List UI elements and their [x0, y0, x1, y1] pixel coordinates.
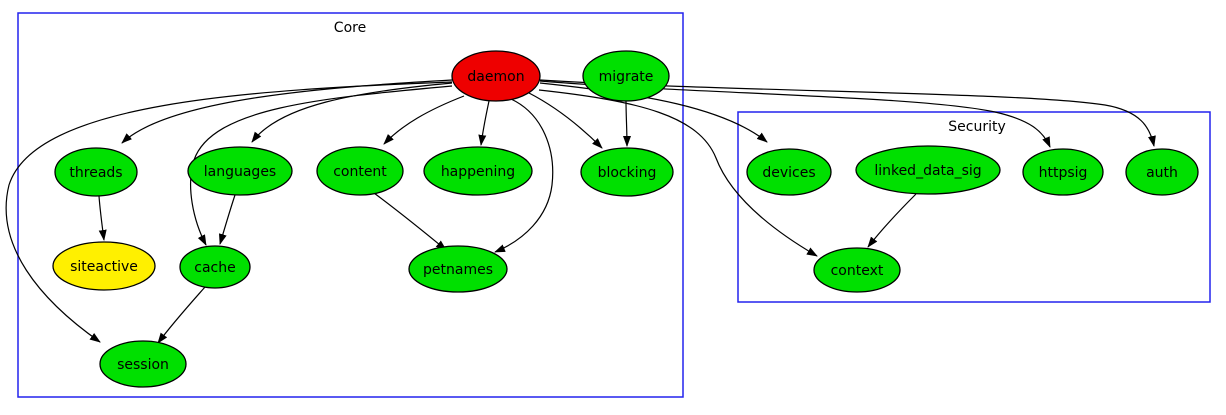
node-migrate-shape: [582, 50, 670, 102]
edge-daemon-to-languages: [251, 82, 453, 143]
node-petnames-shape: [408, 245, 508, 293]
node-languages-label: languages: [204, 164, 276, 180]
edge-linked_data_sig-to-context: [867, 193, 917, 248]
edge-daemon-to-content: [383, 95, 465, 145]
cluster-security-border: [737, 111, 1211, 303]
node-context-label: context: [831, 263, 884, 279]
edge-migrate-to-blocking: [622, 100, 631, 147]
node-siteactive: siteactive: [52, 241, 156, 291]
node-context-shape: [813, 247, 901, 293]
node-devices: devices: [746, 148, 832, 196]
node-languages: languages: [187, 146, 293, 196]
node-threads: threads: [54, 147, 138, 197]
node-httpsig-shape: [1022, 148, 1104, 196]
edge-daemon-to-petnames: [494, 98, 554, 253]
node-happening: happening: [423, 146, 533, 196]
node-session: session: [99, 340, 187, 388]
node-context: context: [813, 247, 901, 293]
node-auth-shape: [1125, 148, 1199, 196]
node-content-shape: [316, 146, 404, 196]
edge-layer: [5, 79, 1156, 344]
node-happening-label: happening: [441, 164, 515, 180]
edge-daemon-to-threads: [121, 79, 453, 144]
node-petnames: petnames: [408, 245, 508, 293]
node-siteactive-shape: [52, 241, 156, 291]
node-devices-shape: [746, 148, 832, 196]
node-httpsig-label: httpsig: [1039, 165, 1088, 181]
node-content: content: [316, 146, 404, 196]
cluster-security-label: Security: [948, 119, 1006, 135]
edge-daemon-to-happening: [478, 100, 490, 146]
node-migrate: migrate: [582, 50, 670, 102]
edge-daemon-to-cache: [190, 85, 453, 246]
node-httpsig: httpsig: [1022, 148, 1104, 196]
edge-daemon-to-blocking: [528, 92, 603, 149]
node-linked_data_sig-shape: [855, 145, 1001, 195]
node-session-shape: [99, 340, 187, 388]
edge-content-to-petnames: [373, 192, 447, 251]
node-daemon-label: daemon: [467, 69, 524, 85]
node-cache-label: cache: [194, 260, 235, 276]
node-languages-shape: [187, 146, 293, 196]
node-daemon-shape: [451, 50, 541, 102]
node-blocking: blocking: [580, 147, 674, 197]
cluster-core-border: [17, 12, 684, 398]
node-auth-label: auth: [1146, 165, 1178, 181]
node-cache-shape: [179, 245, 251, 289]
edge-languages-to-cache: [218, 194, 236, 245]
node-daemon: daemon: [451, 50, 541, 102]
edge-daemon-to-session: [5, 81, 453, 343]
node-linked_data_sig-label: linked_data_sig: [874, 163, 981, 179]
node-content-label: content: [333, 164, 387, 180]
node-migrate-label: migrate: [599, 69, 654, 85]
node-session-label: session: [117, 357, 169, 373]
edge-cache-to-session: [157, 286, 206, 344]
edge-daemon-to-auth: [539, 79, 1156, 147]
edge-threads-to-siteactive: [98, 195, 107, 241]
node-siteactive-label: siteactive: [70, 259, 138, 275]
cluster-core-label: Core: [334, 20, 366, 36]
node-auth: auth: [1125, 148, 1199, 196]
edge-daemon-to-devices: [539, 82, 768, 143]
node-threads-label: threads: [69, 165, 122, 181]
node-cache: cache: [179, 245, 251, 289]
node-linked_data_sig: linked_data_sig: [855, 145, 1001, 195]
node-threads-shape: [54, 147, 138, 197]
node-petnames-label: petnames: [423, 262, 493, 278]
edge-daemon-to-context: [538, 89, 818, 257]
cluster-security: Security: [737, 111, 1211, 303]
cluster-core: Core: [17, 12, 684, 398]
node-devices-label: devices: [762, 165, 815, 181]
node-blocking-label: blocking: [598, 165, 657, 181]
node-blocking-shape: [580, 147, 674, 197]
node-happening-shape: [423, 146, 533, 196]
node-layer: daemon migrate threads languages content happ…: [52, 50, 1199, 388]
